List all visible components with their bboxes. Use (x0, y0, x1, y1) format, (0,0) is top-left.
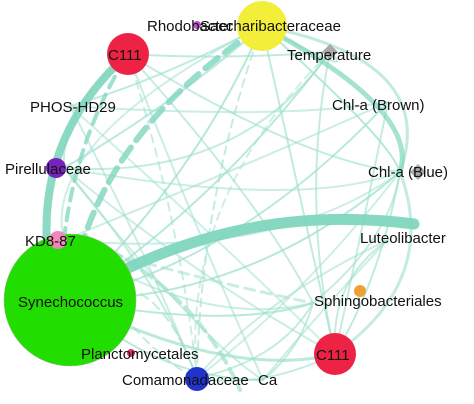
edge (261, 25, 401, 173)
label-c111-top: C111 (108, 47, 142, 64)
label-temperature: Temperature (287, 47, 371, 64)
label-rhodobacter: Rhodobacter (147, 18, 233, 35)
node-kd8-87[interactable] (49, 231, 67, 249)
label-chla-blue: Chl-a (Blue) (368, 164, 448, 181)
nodes-layer (3, 1, 426, 391)
label-saccharibacteraceae: Saccharibacteraceae (200, 18, 341, 35)
label-phos-hd29: PHOS-HD29 (30, 99, 116, 116)
edge (196, 25, 263, 379)
node-comamonadaceae[interactable] (185, 367, 209, 391)
label-chla-brown: Chl-a (Brown) (332, 97, 425, 114)
edge (69, 101, 389, 114)
edge (69, 25, 263, 107)
edge (196, 302, 314, 379)
edge (262, 239, 389, 381)
edge (127, 51, 331, 58)
edge (333, 170, 413, 356)
node-pirellulaceae[interactable] (46, 158, 66, 178)
edge (334, 101, 389, 355)
label-synechococcus: Synechococcus (18, 294, 123, 311)
node-c111-top[interactable] (107, 33, 149, 75)
node-c111-bottom[interactable] (314, 333, 356, 375)
node-planctomycetales[interactable] (127, 349, 135, 357)
edge (63, 51, 331, 170)
edge (63, 101, 389, 241)
node-sphingobacteriales[interactable] (354, 285, 366, 297)
edge-thick (259, 23, 405, 175)
edge (69, 105, 198, 379)
edge (127, 53, 198, 379)
label-c111-bottom: C111 (316, 347, 350, 364)
node-synechococcus[interactable] (3, 233, 137, 367)
labels-layer: Rhodobacter Saccharibacteraceae C111 Tem… (5, 18, 448, 389)
edge (63, 171, 401, 245)
label-pirellulaceae: Pirellulaceae (5, 161, 91, 178)
edge (194, 51, 331, 379)
label-planctomycetales: Planctomycetales (81, 346, 199, 363)
edge (261, 25, 336, 355)
edge (63, 167, 264, 381)
node-saccharibacteraceae[interactable] (237, 1, 287, 51)
edge (315, 51, 336, 355)
edge (262, 302, 314, 381)
edge-thick (62, 52, 130, 242)
label-kd8-87: KD8-87 (25, 233, 76, 250)
edge (60, 25, 263, 241)
label-sphingobacteriales: Sphingobacteriales (314, 293, 442, 310)
node-chla-blue[interactable] (410, 164, 426, 180)
label-luteolibacter: Luteolibacter (360, 230, 446, 247)
label-ca: Ca (258, 372, 278, 389)
edge (196, 239, 389, 379)
label-comamonadaceae: Comamonadaceae (122, 372, 249, 389)
edge (260, 24, 409, 174)
node-temperature[interactable] (322, 44, 338, 60)
edge (312, 171, 401, 304)
node-rhodobacter[interactable] (193, 21, 201, 29)
edge (127, 53, 264, 381)
